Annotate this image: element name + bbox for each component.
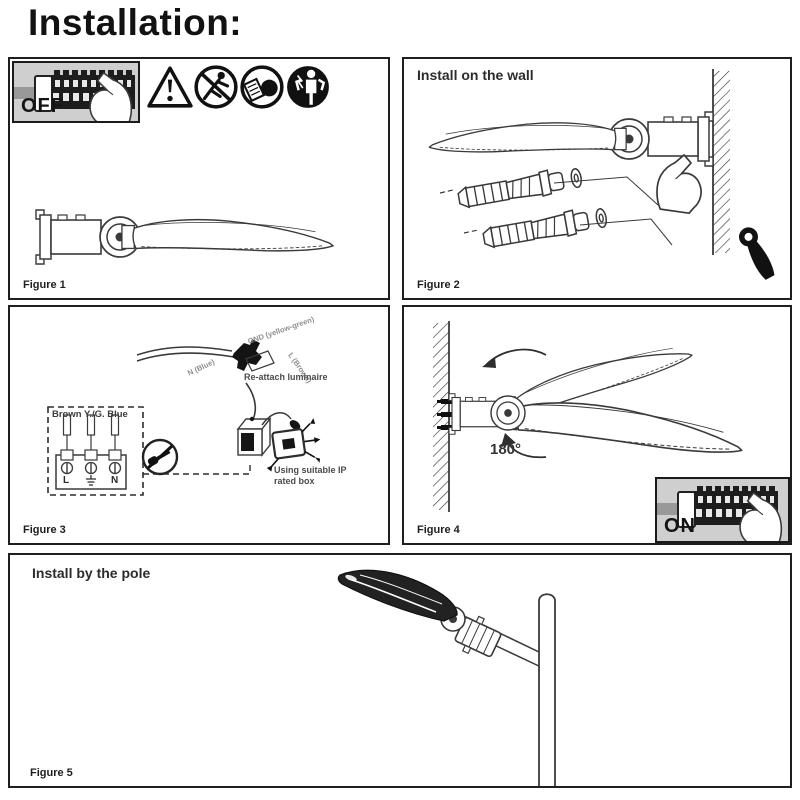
expansion-anchor-bolt	[456, 167, 582, 212]
ip-box-note-line1: Using suitable IP	[274, 465, 347, 475]
luminaire-side-view	[35, 209, 334, 265]
qualified-electrician-icon	[287, 66, 329, 108]
junction-box	[236, 416, 272, 457]
terminal-box-outline	[47, 406, 144, 496]
warning-triangle-icon	[147, 66, 193, 108]
power-off-inset: OFF	[12, 61, 140, 123]
refer-to-instructions-icon	[240, 65, 284, 109]
no-stepping-icon	[194, 65, 238, 109]
pole-mount-drawing	[337, 569, 556, 786]
cable-gland	[232, 339, 262, 371]
figure2-caption: Figure 2	[417, 279, 460, 291]
wall-mount-drawing	[428, 69, 775, 280]
rotation-drawing	[433, 321, 746, 512]
wall-hatching	[713, 71, 730, 253]
terminal-l-label: L	[63, 475, 70, 486]
earth-symbol-icon	[86, 475, 96, 486]
ip-box-note-line2: rated box	[274, 476, 315, 486]
figure1-panel: OFF	[8, 57, 390, 300]
supply-cable	[14, 87, 38, 99]
terminal-n-label: N	[111, 475, 119, 486]
luminaire-on-wall	[428, 111, 714, 167]
pointing-hand-icon	[82, 67, 136, 121]
figure4-caption: Figure 4	[417, 524, 460, 536]
figure5-panel: Install by the pole Fig	[8, 553, 792, 788]
power-on-inset: ON	[655, 477, 790, 543]
figure5-title: Install by the pole	[32, 565, 151, 581]
expansion-anchor-bolt	[481, 207, 607, 252]
wrench-icon	[738, 227, 775, 280]
rotation-angle-label: 180°	[490, 441, 522, 458]
power-off-label: OFF	[21, 95, 64, 117]
figure2-title: Install on the wall	[417, 67, 534, 83]
figure3-panel: GND (yellow-green) L (Brown) N (Blue) Re…	[8, 305, 390, 545]
figure2-panel: Install on the wall	[402, 57, 792, 300]
figure5-caption: Figure 5	[30, 767, 73, 779]
pointing-hand-icon	[732, 487, 786, 541]
power-on-label: ON	[664, 515, 696, 537]
ip-rated-box	[266, 418, 321, 472]
figure3-caption: Figure 3	[23, 524, 66, 536]
terminal-block	[55, 414, 127, 490]
figure1-caption: Figure 1	[23, 279, 66, 291]
wiring-drawing	[47, 339, 321, 496]
no-screwdriver-icon	[141, 438, 179, 476]
supply-cable	[657, 503, 681, 515]
pole	[538, 593, 556, 786]
reattach-note: Re-attach luminaire	[244, 372, 328, 382]
page-title: Installation:	[28, 2, 243, 43]
figure4-panel: 180° ON Figure 4	[402, 305, 792, 545]
terminal-box-label: Brown Y./G. Blue	[52, 409, 128, 420]
luminaire-head	[337, 569, 458, 622]
lag-bolts	[437, 399, 453, 430]
